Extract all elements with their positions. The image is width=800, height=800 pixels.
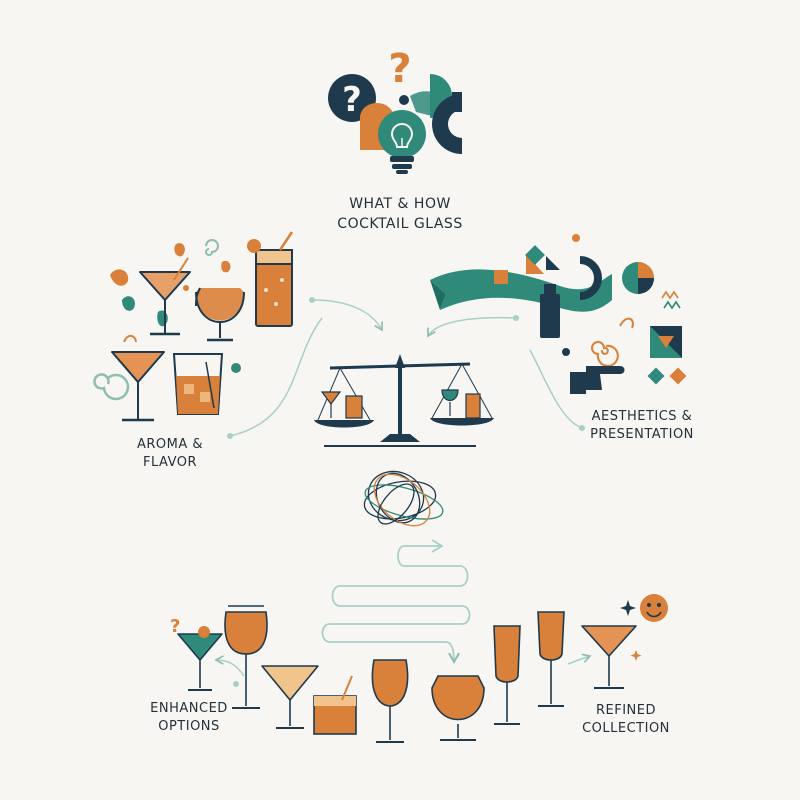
svg-text:?: ? xyxy=(342,80,362,120)
aroma-line-1: AROMA & xyxy=(136,437,204,452)
aroma-flavor-glasses xyxy=(93,231,294,422)
refined-arrow xyxy=(567,653,592,665)
enhanced-options-label: ENHANCED OPTIONS xyxy=(134,700,244,736)
title-line-1: WHAT & HOW xyxy=(349,196,451,212)
aesthetics-presentation-label: AESTHETICS & PRESENTATION xyxy=(572,408,712,444)
enhanced-options-glasses: ? xyxy=(170,605,409,743)
right-to-scale-arrow xyxy=(427,316,517,338)
aesthetics-connector xyxy=(529,349,583,429)
refined-collection-label: REFINED COLLECTION xyxy=(566,702,686,738)
aroma-flavor-label: AROMA & FLAVOR xyxy=(110,436,230,472)
aroma-connector xyxy=(229,317,323,437)
path-arrow-icon xyxy=(321,545,471,662)
title-line-2: COCKTAIL GLASS xyxy=(337,216,463,232)
enhanced-line-2: OPTIONS xyxy=(158,719,220,734)
question-lightbulb-icon: ? ? xyxy=(328,44,462,174)
tangled-thread-icon xyxy=(363,470,444,527)
enhanced-line-1: ENHANCED xyxy=(150,701,228,716)
refined-line-1: REFINED xyxy=(595,703,656,718)
main-title: WHAT & HOW COCKTAIL GLASS xyxy=(300,194,500,234)
aesthetics-line-1: AESTHETICS & xyxy=(591,409,693,424)
left-to-scale-arrow xyxy=(311,299,383,332)
sparkle-icon xyxy=(620,600,636,616)
question-mark-icon: ? xyxy=(170,616,180,637)
aesthetics-line-2: PRESENTATION xyxy=(590,427,694,442)
aesthetics-presentation-icons xyxy=(430,234,687,394)
refined-collection-glasses xyxy=(431,594,668,741)
enhanced-arrow xyxy=(214,655,245,677)
aroma-line-2: FLAVOR xyxy=(142,455,197,470)
svg-text:?: ? xyxy=(388,46,411,92)
smiley-icon xyxy=(640,594,668,622)
refined-line-2: COLLECTION xyxy=(582,721,670,736)
balance-scale-icon xyxy=(314,354,494,447)
